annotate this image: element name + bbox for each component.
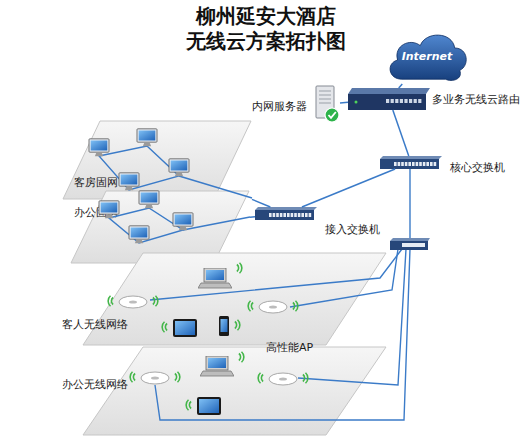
router-port [400, 99, 403, 103]
network-cable [302, 169, 395, 207]
phone-symbol [219, 316, 229, 336]
internet-cloud: Internet [385, 28, 469, 84]
callout-label: 高性能AP [266, 341, 313, 354]
check-mark [329, 112, 336, 118]
switch-ports [402, 243, 425, 247]
router-port [395, 99, 398, 103]
router-top [348, 88, 430, 94]
server-box-outline [312, 84, 340, 124]
tablet-symbol [173, 319, 197, 337]
switch-port [401, 162, 404, 166]
switch-port [405, 162, 408, 166]
switch-port [412, 162, 415, 166]
switch-port [309, 213, 312, 217]
switch-top [390, 238, 430, 241]
access-switch: 接入交换机 [255, 207, 317, 220]
router-port [414, 99, 417, 103]
router-box-outline [348, 88, 430, 110]
access-switch-symbol [390, 241, 428, 250]
switch-port [398, 162, 401, 166]
node-label: 接入交换机 [325, 223, 380, 236]
node-label: Internet [385, 50, 469, 63]
switch-port [283, 213, 286, 217]
wireless-plane: 办公无线网络 [82, 346, 387, 436]
plane-shape [63, 121, 251, 199]
switch-port [394, 162, 397, 166]
ap-symbol [141, 372, 169, 384]
server-slot [319, 95, 331, 96]
switch-port [291, 213, 294, 217]
switch-top [255, 207, 317, 210]
switch-port [276, 213, 279, 217]
switch-port [430, 162, 433, 166]
switch-port [294, 213, 297, 217]
node-label: 客人无线网络 [62, 318, 128, 331]
ap-symbol [259, 301, 287, 313]
switch-port [423, 162, 426, 166]
network-cable [340, 102, 348, 104]
switch-port [305, 213, 308, 217]
network-cable [252, 199, 270, 207]
router-port [386, 99, 389, 103]
router-box: 多业务无线云路由 [348, 88, 430, 110]
core-switch: 核心交换机 [380, 156, 442, 169]
router-port [404, 99, 407, 103]
switch-port [269, 213, 272, 217]
server-box: 内网服务器 [312, 84, 340, 124]
switch-port [280, 213, 283, 217]
switch-port [416, 162, 419, 166]
router-led [355, 101, 358, 104]
switch-port [301, 213, 304, 217]
ap-symbol [269, 373, 297, 385]
uplink-wire [409, 169, 410, 238]
diagram-title: 柳州延安大酒店 无线云方案拓扑图 [126, 4, 406, 54]
switch-port [434, 162, 437, 166]
plane-shape [83, 253, 386, 345]
server-slot [319, 91, 331, 92]
node-label: 核心交换机 [450, 161, 505, 174]
router-body [348, 94, 426, 110]
switch-body [380, 159, 439, 169]
router-port [409, 99, 412, 103]
switch-top [380, 156, 442, 159]
switch-port [426, 162, 429, 166]
switch-body [255, 210, 314, 220]
access-switch-outline [255, 207, 317, 220]
wireless-plane-outline [82, 346, 387, 436]
switch-port [419, 162, 422, 166]
check-badge [325, 108, 339, 122]
network-cable [393, 110, 409, 156]
plane-shape [83, 347, 386, 435]
plane-shape [71, 191, 249, 263]
network-cable [250, 216, 255, 218]
tablet-symbol [197, 397, 221, 415]
node-label: 内网服务器 [252, 100, 307, 113]
switch-port [298, 213, 301, 217]
server-slot [319, 99, 331, 100]
switch-port [408, 162, 411, 166]
server-slot [319, 103, 331, 104]
switch-port [273, 213, 276, 217]
network-cable [399, 84, 403, 88]
node-label: 多业务无线云路由 [432, 93, 520, 106]
node-label: 办公无线网络 [62, 378, 128, 391]
core-switch-outline [380, 156, 442, 169]
node-label: 客房固网 [74, 176, 118, 189]
router-port [418, 99, 421, 103]
router-port [391, 99, 394, 103]
switch-port [287, 213, 290, 217]
ap-symbol [119, 296, 147, 308]
